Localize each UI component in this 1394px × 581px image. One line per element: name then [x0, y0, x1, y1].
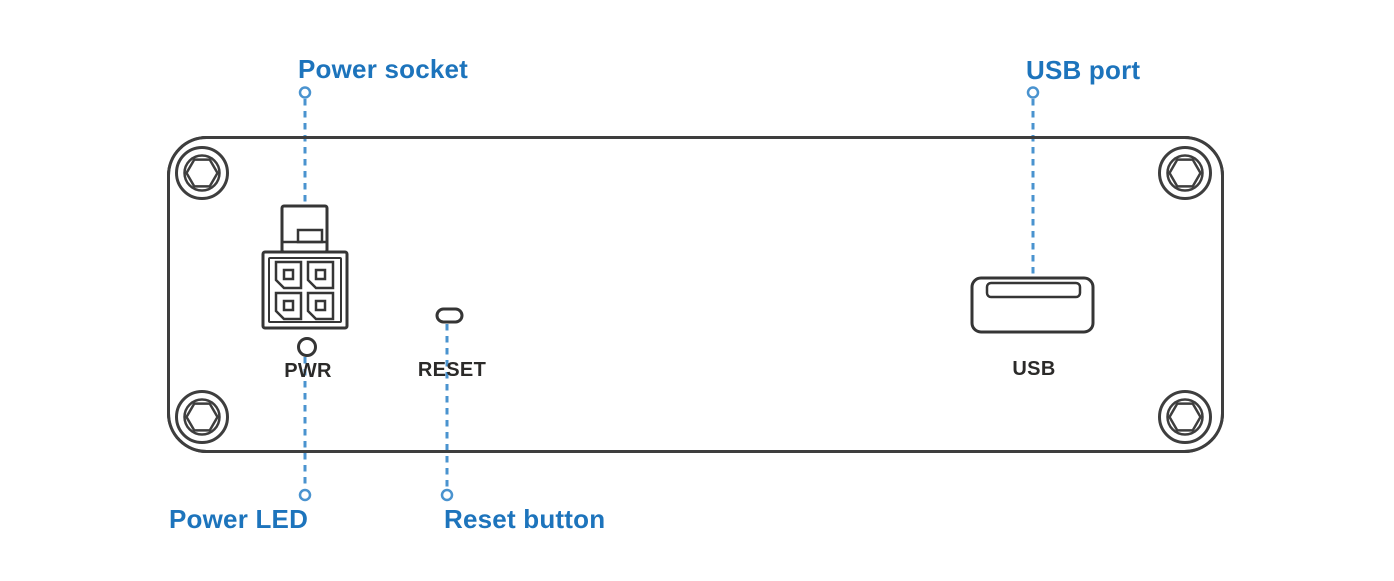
reset-pinhole-icon [435, 307, 464, 324]
leader-lines [303, 99, 1035, 489]
reset-button-marker-icon [440, 488, 454, 502]
usb-port-label: USB [1012, 358, 1056, 380]
device-panel-border [167, 136, 1224, 453]
power-led-callout-label: Power LED [169, 504, 309, 534]
reset-button-callout-label: Reset button [444, 504, 606, 534]
pin-cavity-bottom-right [306, 291, 335, 321]
power-socket-callout-label: Power socket [298, 54, 469, 84]
power-led-marker-icon [298, 488, 312, 502]
pwr-port-label: PWR [284, 360, 332, 382]
pin-cavity-top-right [306, 260, 335, 290]
power-led-indicator-icon [297, 337, 317, 357]
callout-markers [298, 86, 1040, 502]
pin-cavity-bottom-left [274, 291, 303, 321]
power-socket-connector-icon [261, 204, 349, 330]
usb-port-marker-icon [1026, 86, 1040, 99]
reset-port-label: RESET [417, 359, 487, 381]
pin-cavity-top-left [274, 260, 303, 290]
usb-port-icon [970, 276, 1095, 334]
device-panel-outline [167, 136, 1224, 453]
power-socket-marker-icon [298, 86, 312, 99]
usb-port-callout-label: USB port [1026, 55, 1141, 85]
